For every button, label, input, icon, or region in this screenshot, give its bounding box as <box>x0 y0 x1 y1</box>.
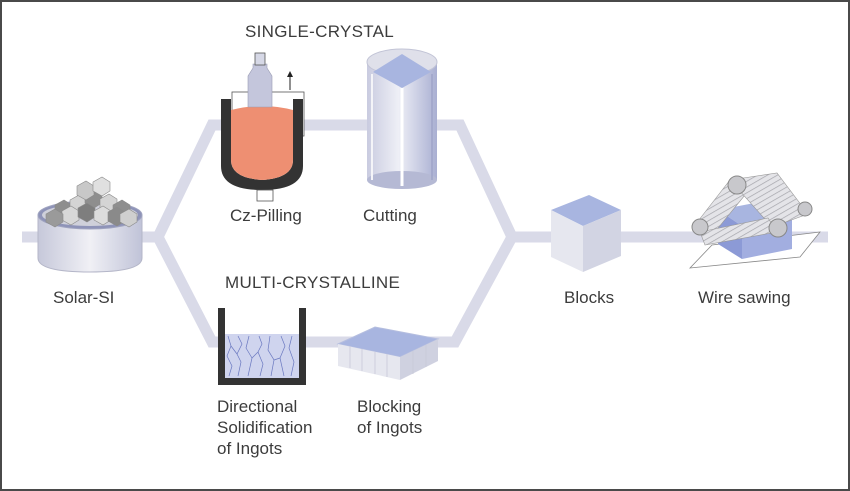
step-label-wire-sawing: Wire sawing <box>698 288 791 307</box>
path-upper-branch <box>153 119 517 240</box>
step-label-solar-si: Solar-SI <box>53 288 115 307</box>
silicon-block-cube-icon <box>551 195 621 272</box>
step-label-directional-solidification: Directional Solidification of Ingots <box>217 396 312 459</box>
step-label-blocking-of-ingots: Blocking of Ingots <box>357 396 422 438</box>
directional-line-3: of Ingots <box>217 439 283 458</box>
blocking-line-1: Blocking <box>357 397 422 416</box>
step-label-blocks: Blocks <box>564 288 615 307</box>
blocking-line-2: of Ingots <box>357 418 423 437</box>
directional-line-2: Solidification <box>217 418 313 437</box>
path-lower-branch <box>153 234 517 348</box>
branch-label-multi-crystalline: MULTI-CRYSTALLINE <box>225 273 401 292</box>
cut-ingot-cylinder-icon <box>366 48 438 189</box>
step-label-cutting: Cutting <box>363 206 417 225</box>
step-label-cz-pulling: Cz-Pilling <box>230 206 302 225</box>
branch-label-single-crystal: SINGLE-CRYSTAL <box>245 22 395 41</box>
directional-solidification-crucible-icon <box>218 308 306 385</box>
solar-si-pot-icon <box>37 176 143 273</box>
directional-line-1: Directional <box>217 397 298 416</box>
wire-saw-icon <box>688 172 821 269</box>
cz-pulling-crucible-icon <box>221 52 305 202</box>
blocked-ingot-slab-icon <box>336 326 440 380</box>
